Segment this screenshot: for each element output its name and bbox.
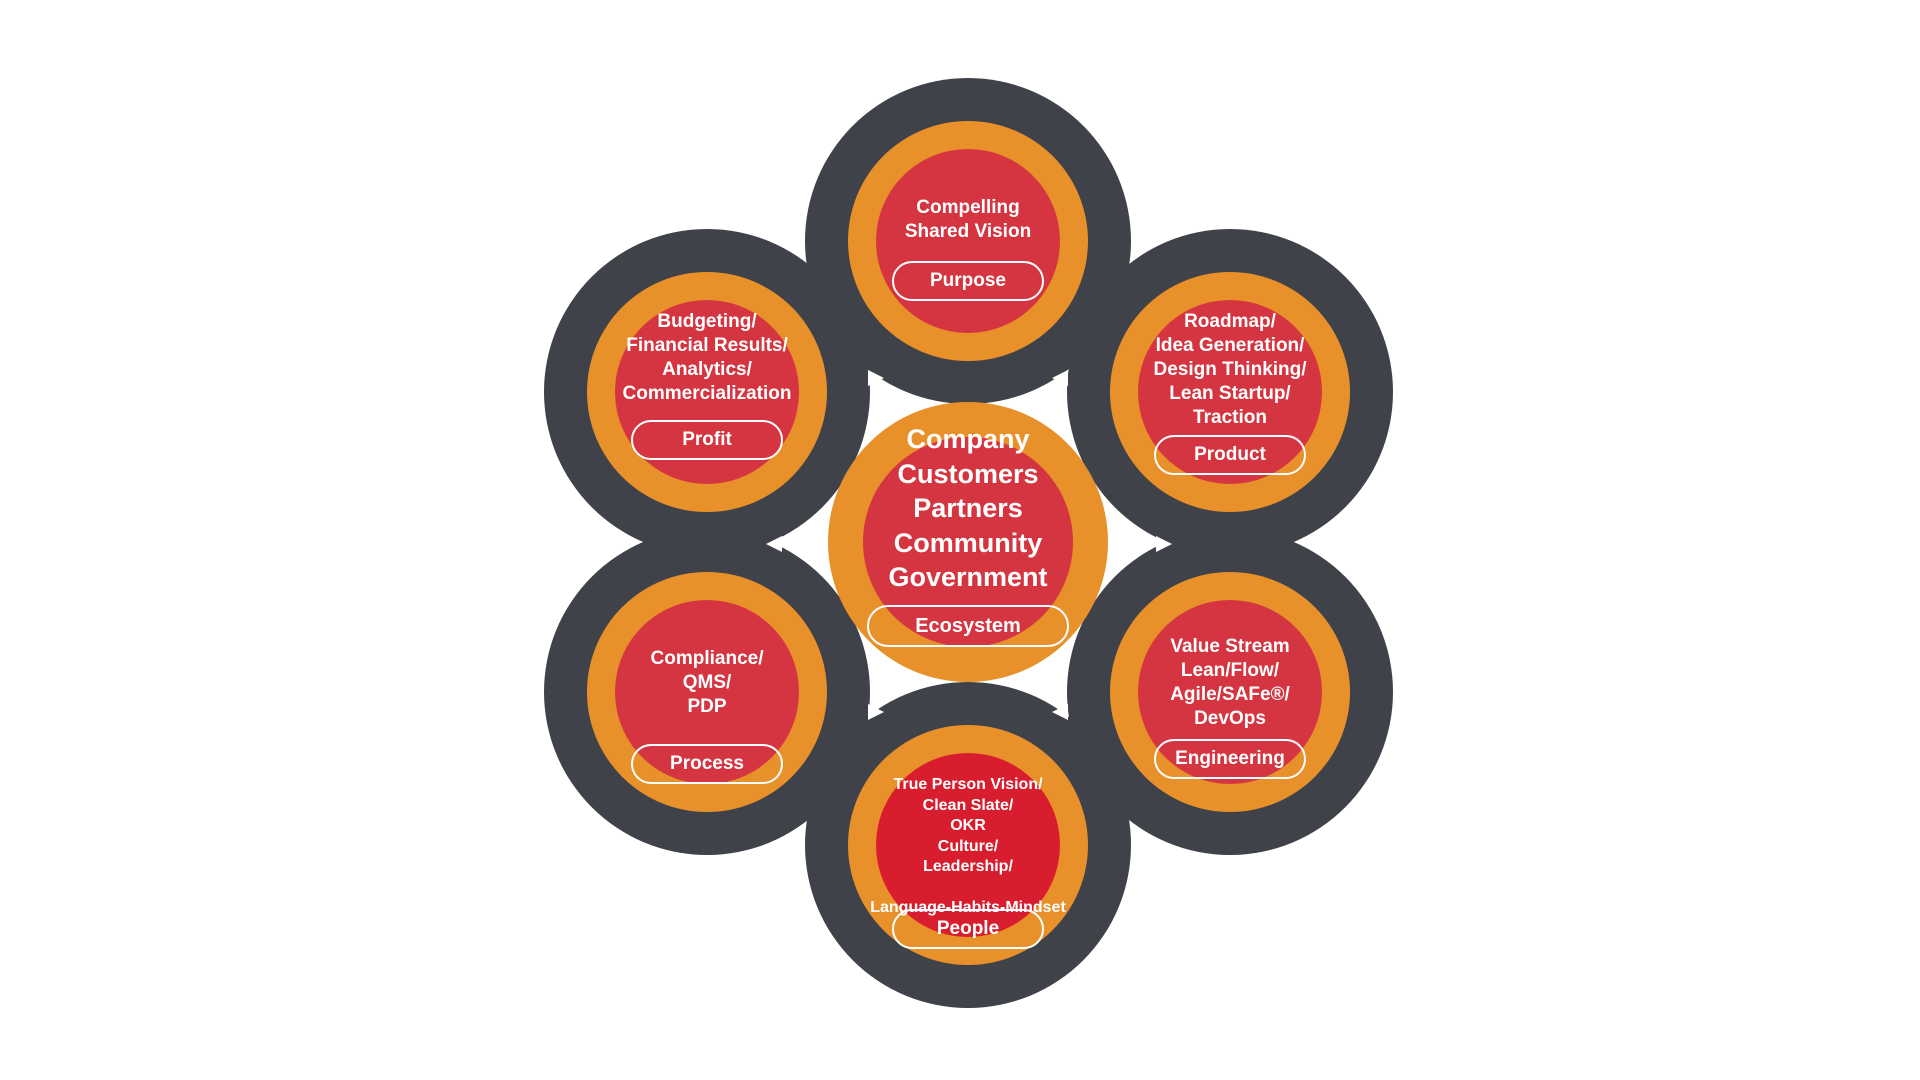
purpose-label-pill: Purpose [892,261,1044,301]
profit-text-line: Financial Results/ [626,335,788,356]
people-text-line: Culture/ [937,837,999,855]
profit-core [615,300,799,484]
product-label-pill: Product [1154,435,1306,475]
arrow-center-to-left [766,536,782,552]
people-text-line: OKR [950,817,986,834]
center-text-line: Company [906,424,1030,454]
core-layer [615,149,1322,937]
people-text-line: Language-Habits-Mindset [870,899,1066,916]
center-text-line: Customers [897,458,1039,489]
people-text-line: Clean Slate/ [922,796,1014,814]
profit-text-line: Analytics/ [662,359,752,380]
center-text-line: Community [893,527,1043,558]
center-core [863,437,1073,647]
people-core [876,753,1060,937]
people-text: True Person Vision/Clean Slate/OKR Cultur… [870,775,1066,919]
arrow-people-to-center-right [1052,704,1068,720]
engineering-text-line: DevOps [1194,708,1266,729]
people-text-line: True Person Vision/ [893,776,1043,793]
people-text-line: Leadership/ [923,858,1013,875]
purpose-text-line: Compelling [916,197,1020,218]
profit-label-pill: Profit [631,420,783,460]
product-text-line: Traction [1193,407,1267,428]
product-core [1138,300,1322,484]
process-text-line: Compliance/ [650,648,764,669]
product-text-line: Idea Generation/ [1155,335,1305,356]
engineering-text-line: Value Stream [1170,636,1290,657]
profit-text: Budgeting/Financial Results/Analytics/Co… [623,310,792,406]
product-text: Roadmap/Idea Generation/Design Thinking/… [1153,310,1306,430]
profit-text-line: Budgeting/ [657,311,757,332]
purpose-core [876,149,1060,333]
engineering-text-line: Lean/Flow/ [1180,660,1280,681]
arrow-people-to-center-left [868,704,884,720]
process-text-line: PDP [687,696,727,717]
arrow-purpose-to-center-right [1052,370,1068,386]
engineering-text-line: Agile/SAFe®/ [1170,684,1290,705]
process-core [615,600,799,784]
engineering-core [1138,600,1322,784]
arrow-purpose-to-center-left [868,370,884,386]
people-label-pill: People [892,909,1044,949]
process-text-line: QMS/ [682,672,732,693]
engineering-label-pill: Engineering [1154,739,1306,779]
product-text-line: Lean Startup/ [1169,383,1291,404]
arrow-layer [766,370,1172,720]
arrow-center-to-right [1156,536,1172,552]
process-label-pill: Process [631,744,783,784]
process-text: Compliance/QMS/PDP [651,647,764,719]
center-text-line: Government [888,562,1048,592]
profit-text-line: Commercialization [622,383,792,404]
center-label-pill: Ecosystem [867,605,1069,647]
purpose-text-line: Shared Vision [904,221,1032,242]
product-text-line: Design Thinking/ [1153,359,1307,380]
center-text-line: Partners [913,493,1023,523]
product-text-line: Roadmap/ [1184,311,1276,332]
